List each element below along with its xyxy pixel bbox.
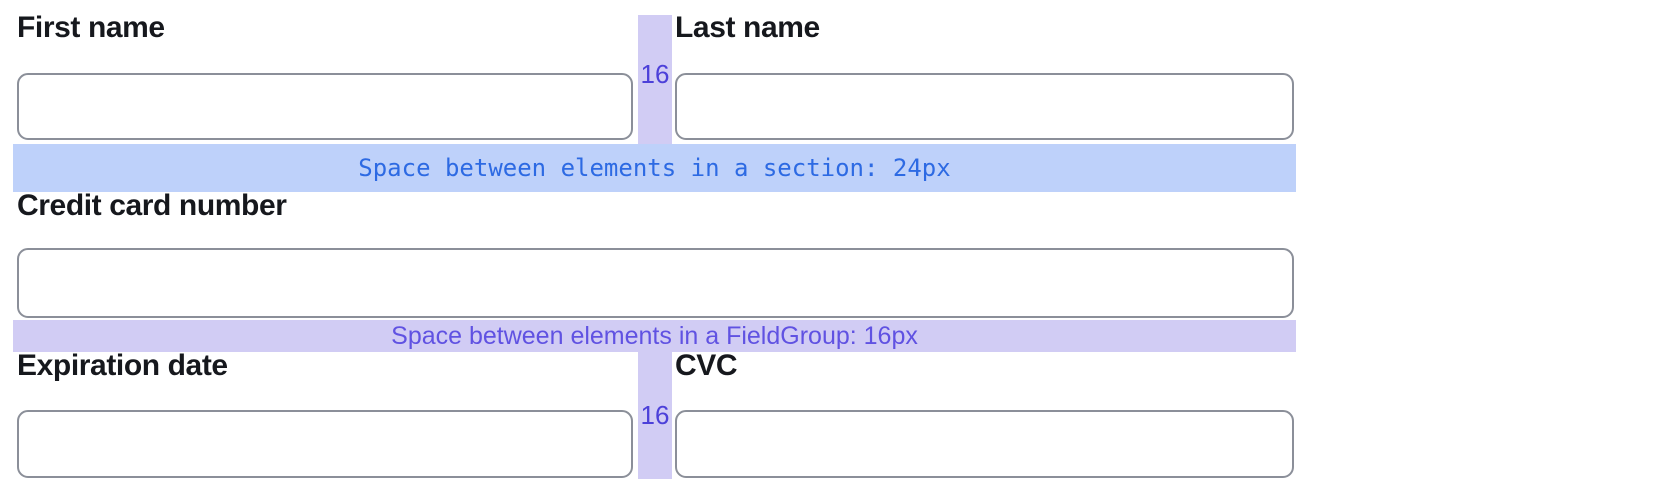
credit-card-number-label: Credit card number	[17, 189, 287, 222]
section-gap-band: Space between elements in a section: 24p…	[13, 144, 1296, 192]
expiration-date-label: Expiration date	[17, 349, 228, 382]
first-name-label: First name	[17, 11, 165, 44]
column-gap-strip-bottom	[638, 352, 672, 479]
credit-card-number-input[interactable]	[17, 248, 1294, 318]
fieldgroup-gap-band: Space between elements in a FieldGroup: …	[13, 320, 1296, 352]
column-gap-value-top: 16	[640, 59, 670, 89]
expiration-date-input[interactable]	[17, 410, 633, 478]
first-name-input[interactable]	[17, 73, 633, 140]
column-gap-strip-top	[638, 15, 672, 144]
column-gap-value-bottom: 16	[640, 400, 670, 430]
section-gap-label: Space between elements in a section: 24p…	[358, 154, 951, 182]
cvc-label: CVC	[675, 349, 738, 382]
last-name-input[interactable]	[675, 73, 1294, 140]
cvc-input[interactable]	[675, 410, 1294, 478]
last-name-label: Last name	[675, 11, 820, 44]
fieldgroup-gap-label: Space between elements in a FieldGroup: …	[391, 321, 918, 350]
